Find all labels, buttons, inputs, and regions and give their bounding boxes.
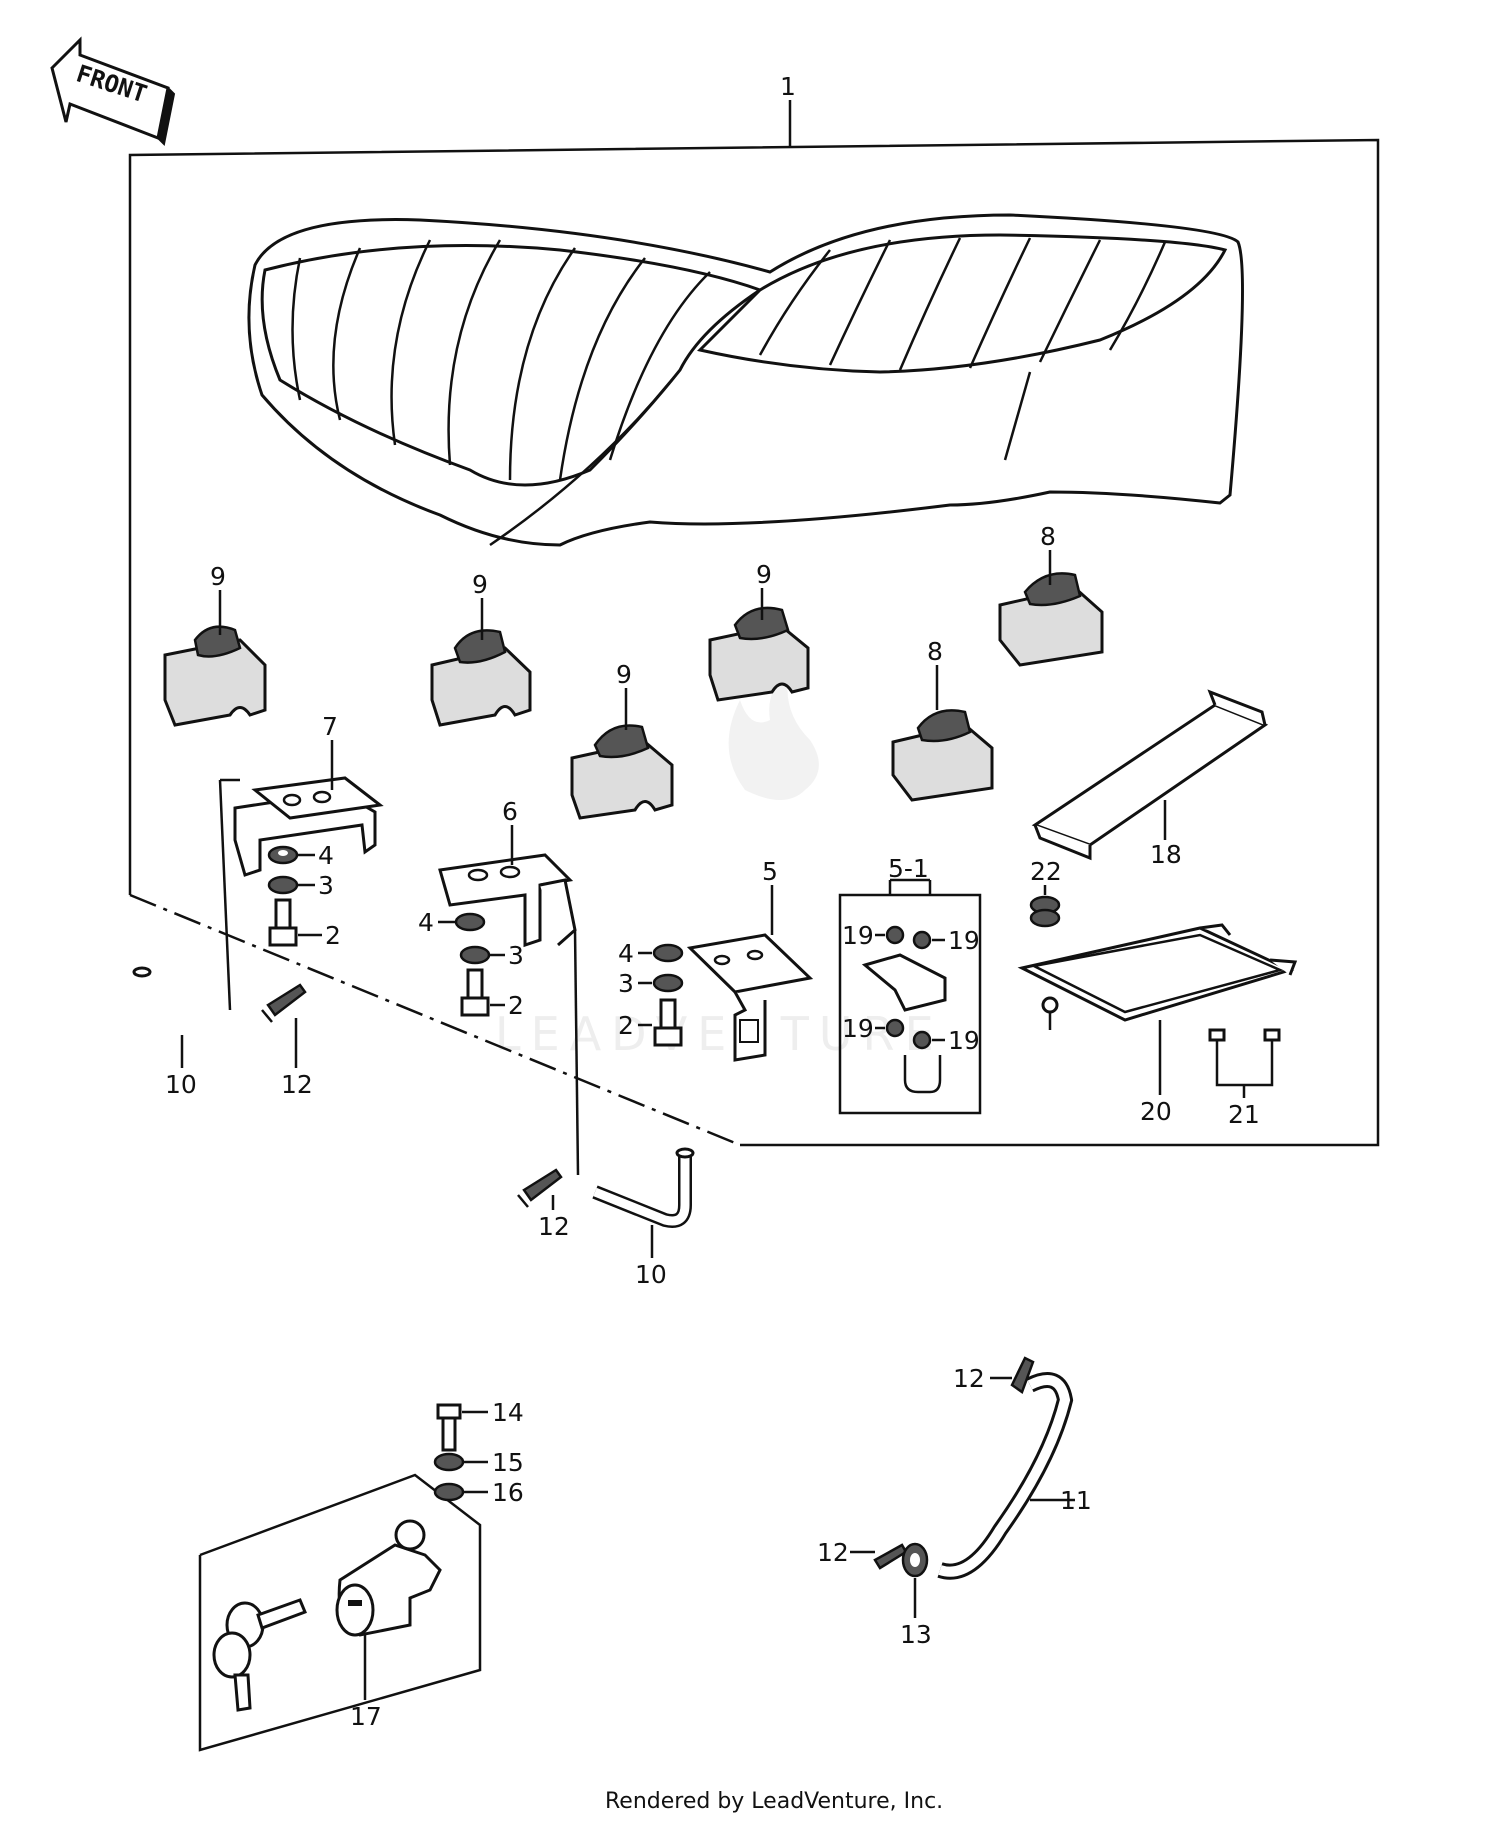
callout-21: 21	[1228, 1100, 1260, 1129]
washer-3a	[267, 875, 299, 895]
callout-2: 2	[325, 921, 341, 950]
callout-12: 12	[953, 1364, 985, 1393]
callout-8: 8	[1040, 522, 1056, 551]
damper-9-mid-right	[708, 606, 810, 702]
callout-9: 9	[210, 562, 226, 591]
callout-22: 22	[1030, 857, 1062, 886]
bracket-5	[686, 933, 814, 1062]
callout-18: 18	[1150, 840, 1182, 869]
keys-icon	[212, 1598, 307, 1712]
callout-4: 4	[618, 939, 634, 968]
callout-16: 16	[492, 1478, 524, 1507]
tray-20	[1017, 923, 1298, 1030]
callout-4: 4	[318, 841, 334, 870]
callout-12: 12	[817, 1538, 849, 1567]
callout-19: 19	[948, 1026, 980, 1055]
callout-2: 2	[508, 991, 524, 1020]
callout-3: 3	[318, 871, 334, 900]
callout-3: 3	[508, 941, 524, 970]
callout-9: 9	[756, 560, 772, 589]
lock-assembly-17-box	[198, 1473, 482, 1752]
rod-11	[937, 1372, 1074, 1580]
damper-9-left	[163, 625, 267, 727]
callout-12: 12	[281, 1070, 313, 1099]
callout-15: 15	[492, 1448, 524, 1477]
washer-3c	[652, 973, 684, 993]
grommet-22	[1029, 895, 1061, 928]
clip-12d	[873, 1543, 908, 1570]
callout-10: 10	[635, 1260, 667, 1289]
screw-21a	[1208, 1028, 1226, 1065]
rod-10-left	[132, 966, 225, 1035]
washer-15	[433, 1452, 465, 1472]
clip-12a	[261, 983, 307, 1023]
seat-assembly-box	[128, 100, 1380, 1147]
callout-7: 7	[322, 712, 338, 741]
callout-9: 9	[472, 570, 488, 599]
callout-8: 8	[927, 637, 943, 666]
callout-19: 19	[842, 1014, 874, 1043]
callout-13: 13	[900, 1620, 932, 1649]
damper-8-right	[998, 572, 1104, 667]
footer-credit: Rendered by LeadVenture, Inc.	[605, 1789, 943, 1814]
bolt-2c	[653, 998, 683, 1047]
watermark-text: LEADVENTURE	[495, 1007, 944, 1061]
clip-12b	[517, 1168, 563, 1208]
callout-10: 10	[165, 1070, 197, 1099]
washer-13	[901, 1542, 929, 1578]
nut-16	[433, 1482, 465, 1502]
screw-21b	[1263, 1028, 1281, 1065]
damper-9-center	[570, 724, 674, 820]
washer-3b	[459, 945, 491, 965]
rod-10-right	[592, 1147, 695, 1228]
callout-5-1: 5-1	[888, 854, 929, 883]
watermark: LEADVENTURE	[495, 670, 944, 1061]
leader-lines	[180, 550, 1274, 1700]
callout-17: 17	[350, 1702, 382, 1731]
callout-20: 20	[1140, 1097, 1172, 1126]
seat	[247, 213, 1244, 547]
strap-18	[1031, 689, 1269, 861]
callout-19: 19	[842, 921, 874, 950]
callout-5: 5	[762, 857, 778, 886]
washer-4a	[267, 845, 299, 865]
bolt-14	[436, 1403, 462, 1452]
callout-9: 9	[616, 660, 632, 689]
bolt-2b	[460, 968, 490, 1017]
hinge-assembly-5-1	[838, 878, 982, 1115]
callout-14: 14	[492, 1398, 524, 1427]
damper-8-center	[891, 709, 994, 802]
callout-11: 11	[1060, 1486, 1092, 1515]
bolt-2a	[268, 898, 298, 947]
callout-6: 6	[502, 797, 518, 826]
washer-4b	[454, 912, 486, 932]
callout-19: 19	[948, 926, 980, 955]
bracket-7	[218, 776, 384, 1011]
callout-1: 1	[780, 72, 796, 101]
callout-2: 2	[618, 1011, 634, 1040]
callout-4: 4	[418, 908, 434, 937]
lock-cylinder	[335, 1519, 442, 1637]
callout-3: 3	[618, 969, 634, 998]
damper-9-mid-left	[430, 629, 532, 727]
front-arrow-icon: FRONT	[50, 36, 176, 147]
bracket-6	[438, 853, 580, 1176]
callout-12: 12	[538, 1212, 570, 1241]
clip-12c	[1010, 1356, 1035, 1394]
washer-4c	[652, 943, 684, 963]
callout-labels: 1 9 9 9 9 8 8 7 6 5 5-1 4 3 2 4 3 2 4 3 …	[165, 72, 1260, 1731]
